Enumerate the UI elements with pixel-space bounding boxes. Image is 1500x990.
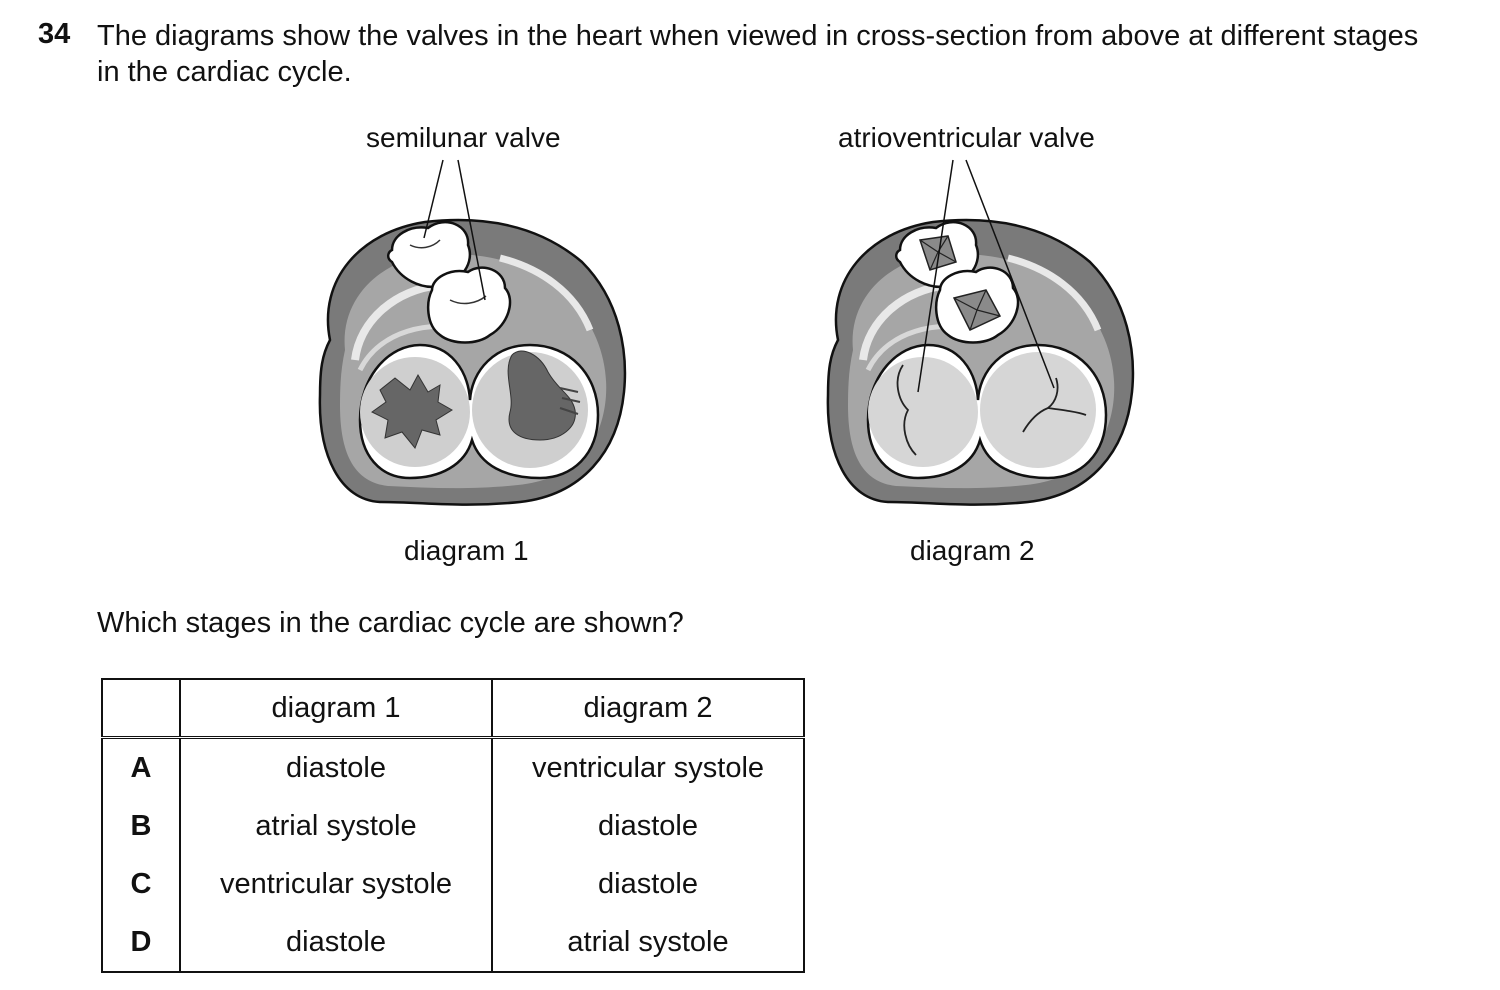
diagram-1 [318, 159, 627, 506]
table-header-row: diagram 1 diagram 2 [101, 678, 805, 739]
answer-table: diagram 1 diagram 2 A diastole ventricul… [101, 678, 805, 973]
option-row-d[interactable]: D diastole atrial systole [101, 913, 805, 973]
option-diagram-1-stage: atrial systole [179, 797, 493, 855]
header-diagram-2: diagram 2 [491, 678, 805, 739]
option-diagram-2-stage: ventricular systole [491, 737, 805, 797]
diagram-2 [826, 159, 1135, 506]
option-key: D [101, 913, 181, 973]
option-diagram-2-stage: diastole [491, 855, 805, 913]
option-diagram-2-stage: diastole [491, 797, 805, 855]
heart-diagrams [318, 159, 1135, 506]
diagram-2-caption: diagram 2 [910, 535, 1035, 566]
atrioventricular-valve-label: atrioventricular valve [838, 122, 1095, 153]
option-key: C [101, 855, 181, 913]
option-diagram-2-stage: atrial systole [491, 913, 805, 973]
option-row-c[interactable]: C ventricular systole diastole [101, 855, 805, 913]
option-key: A [101, 737, 181, 797]
option-row-a[interactable]: A diastole ventricular systole [101, 737, 805, 797]
header-diagram-1: diagram 1 [179, 678, 493, 739]
option-key: B [101, 797, 181, 855]
semilunar-valve-label: semilunar valve [366, 122, 561, 153]
option-diagram-1-stage: diastole [179, 737, 493, 797]
option-diagram-1-stage: ventricular systole [179, 855, 493, 913]
header-blank [101, 678, 181, 739]
question-prompt: Which stages in the cardiac cycle are sh… [97, 607, 684, 639]
option-diagram-1-stage: diastole [179, 913, 493, 973]
question-number: 34 [38, 18, 71, 50]
diagram-1-caption: diagram 1 [404, 535, 529, 566]
question-stem: The diagrams show the valves in the hear… [97, 20, 1419, 88]
option-row-b[interactable]: B atrial systole diastole [101, 797, 805, 855]
